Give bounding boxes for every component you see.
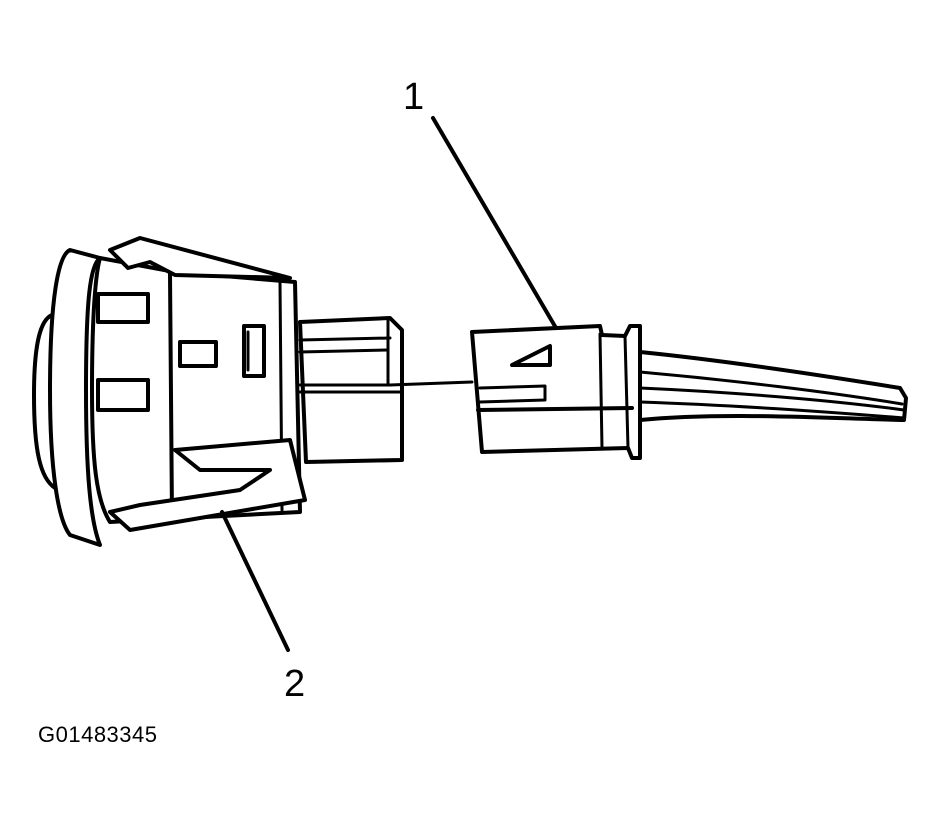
figure-id: G01483345 bbox=[38, 722, 158, 747]
callout-number-1: 1 bbox=[403, 76, 425, 118]
wiring-harness-connector bbox=[470, 324, 908, 460]
switch-plug-shaft bbox=[298, 316, 404, 464]
housing-window bbox=[178, 340, 218, 368]
bottom-retaining-clip bbox=[108, 438, 307, 532]
switch-bezel bbox=[48, 248, 102, 547]
housing-slot bbox=[96, 378, 150, 412]
leader-line-1 bbox=[431, 116, 558, 330]
alignment-line bbox=[388, 380, 474, 387]
harness-connector-body bbox=[470, 324, 642, 460]
harness-connector-marker bbox=[510, 344, 552, 367]
callout-number-2: 2 bbox=[284, 663, 306, 705]
leader-line-2 bbox=[220, 510, 290, 652]
harness-wires bbox=[638, 350, 908, 422]
top-retaining-clip bbox=[108, 236, 292, 280]
switch-assembly bbox=[32, 236, 404, 547]
housing-slot bbox=[96, 292, 150, 324]
